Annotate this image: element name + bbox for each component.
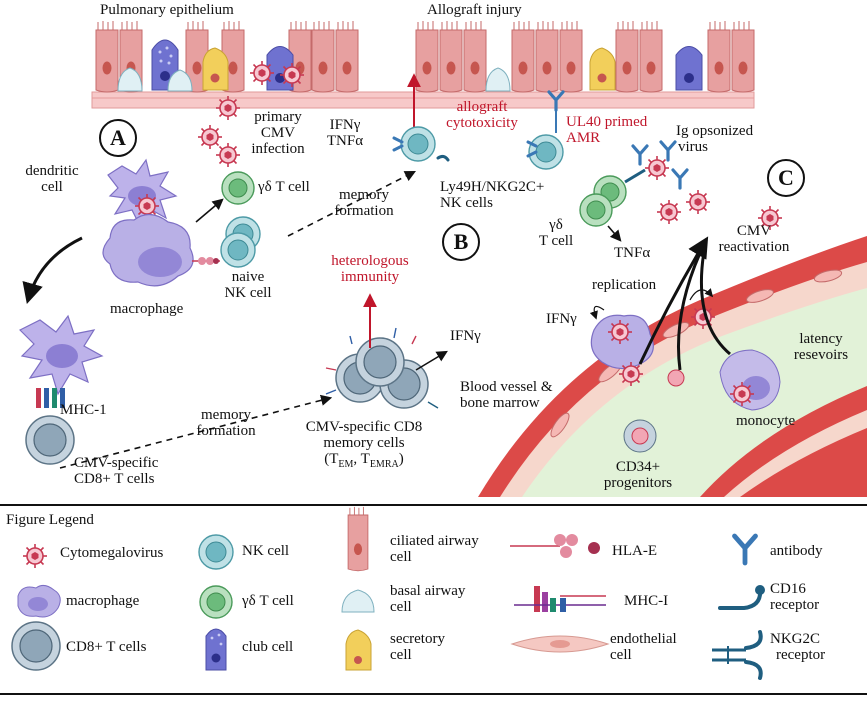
legend-label-gd-t-cell: γδ T cell bbox=[242, 593, 294, 609]
mhc-i-complex bbox=[36, 388, 65, 408]
pulmonary-epithelium-label: Pulmonary epithelium bbox=[100, 2, 234, 18]
panel-a-badge bbox=[99, 119, 137, 157]
legend-label-cytomegalovirus: Cytomegalovirus bbox=[60, 545, 164, 561]
cd8-memory-cells bbox=[325, 327, 439, 409]
panel-b-badge bbox=[442, 223, 480, 261]
legend-endothelial bbox=[510, 635, 610, 653]
ifng-memory-arrow bbox=[415, 350, 448, 371]
replication-macrophage bbox=[589, 305, 654, 370]
blood-vessel bbox=[478, 236, 867, 497]
dendritic-cell-lower bbox=[18, 314, 104, 396]
legend-macrophage bbox=[17, 584, 61, 618]
ciliated-airway-cells bbox=[95, 20, 755, 93]
legend-label-nk-cell: NK cell bbox=[242, 543, 290, 559]
ifng-memory-label: IFNγ bbox=[450, 328, 481, 344]
ifng-replication-label: IFNγ bbox=[546, 311, 577, 327]
ly49h-nkg2c-label: Ly49H/NKG2C+NK cells bbox=[440, 179, 545, 211]
panel-c-artwork bbox=[579, 140, 783, 242]
mhc-1-label: MHC-1 bbox=[60, 402, 107, 418]
macrophage-label: macrophage bbox=[110, 301, 184, 317]
legend-label-mhc-i: MHC-I bbox=[624, 593, 669, 609]
panel-a-artwork bbox=[18, 95, 261, 465]
blood-vessel-label: Blood vessel &bone marrow bbox=[460, 379, 553, 411]
cd34-progenitors-label: CD34+progenitors bbox=[603, 459, 673, 491]
legend-cd16 bbox=[718, 585, 765, 610]
panel-a-arrows bbox=[22, 170, 416, 469]
replication-label: replication bbox=[592, 277, 657, 293]
legend-nkg2c bbox=[712, 630, 763, 680]
legend-mhc-i bbox=[514, 586, 606, 612]
macrophage-a bbox=[102, 213, 194, 287]
panel-c-badge bbox=[767, 159, 805, 197]
cd34-progenitor bbox=[623, 419, 657, 453]
legend-basal-cell bbox=[341, 589, 375, 613]
panel-b-artwork bbox=[325, 90, 565, 409]
legend-label-cd8: CD8+ T cells bbox=[66, 639, 147, 655]
panel-c-letter: C bbox=[778, 165, 794, 190]
allograft-injury-label: Allograft injury bbox=[427, 2, 522, 18]
secretory-cells bbox=[202, 47, 616, 91]
naive-nk-cell bbox=[220, 216, 261, 268]
pulmonary-epithelium bbox=[91, 20, 755, 109]
dendritic-cell bbox=[107, 158, 178, 228]
monocyte bbox=[719, 349, 781, 411]
legend-label-antibody: antibody bbox=[770, 543, 823, 559]
legend-icons bbox=[11, 506, 765, 680]
legend-club-cell bbox=[205, 628, 227, 671]
legend-label-macrophage: macrophage bbox=[66, 593, 140, 609]
basal-airway-cells bbox=[117, 67, 511, 92]
legend-secretory-cell bbox=[345, 629, 372, 671]
memory-subtypes-label: (TEM, TEMRA) bbox=[324, 450, 404, 470]
legend-title: Figure Legend bbox=[6, 512, 94, 528]
panel-a-letter: A bbox=[110, 125, 126, 150]
gd-t-cell-top-label: γδ T cell bbox=[258, 179, 310, 195]
panel-b-letter: B bbox=[453, 229, 469, 254]
nk-cell-b1 bbox=[392, 126, 450, 162]
nk-cell-b2 bbox=[526, 90, 565, 170]
tnfa-right-label: TNFα bbox=[614, 245, 651, 261]
legend-hla-e bbox=[510, 534, 600, 558]
monocyte-label: monocyte bbox=[736, 413, 796, 429]
legend-label-club: club cell bbox=[242, 639, 294, 655]
reactivation-arrows bbox=[638, 236, 731, 371]
legend-label-hla-e: HLA-E bbox=[612, 543, 657, 559]
hla-e-on-macrophage bbox=[192, 257, 220, 265]
